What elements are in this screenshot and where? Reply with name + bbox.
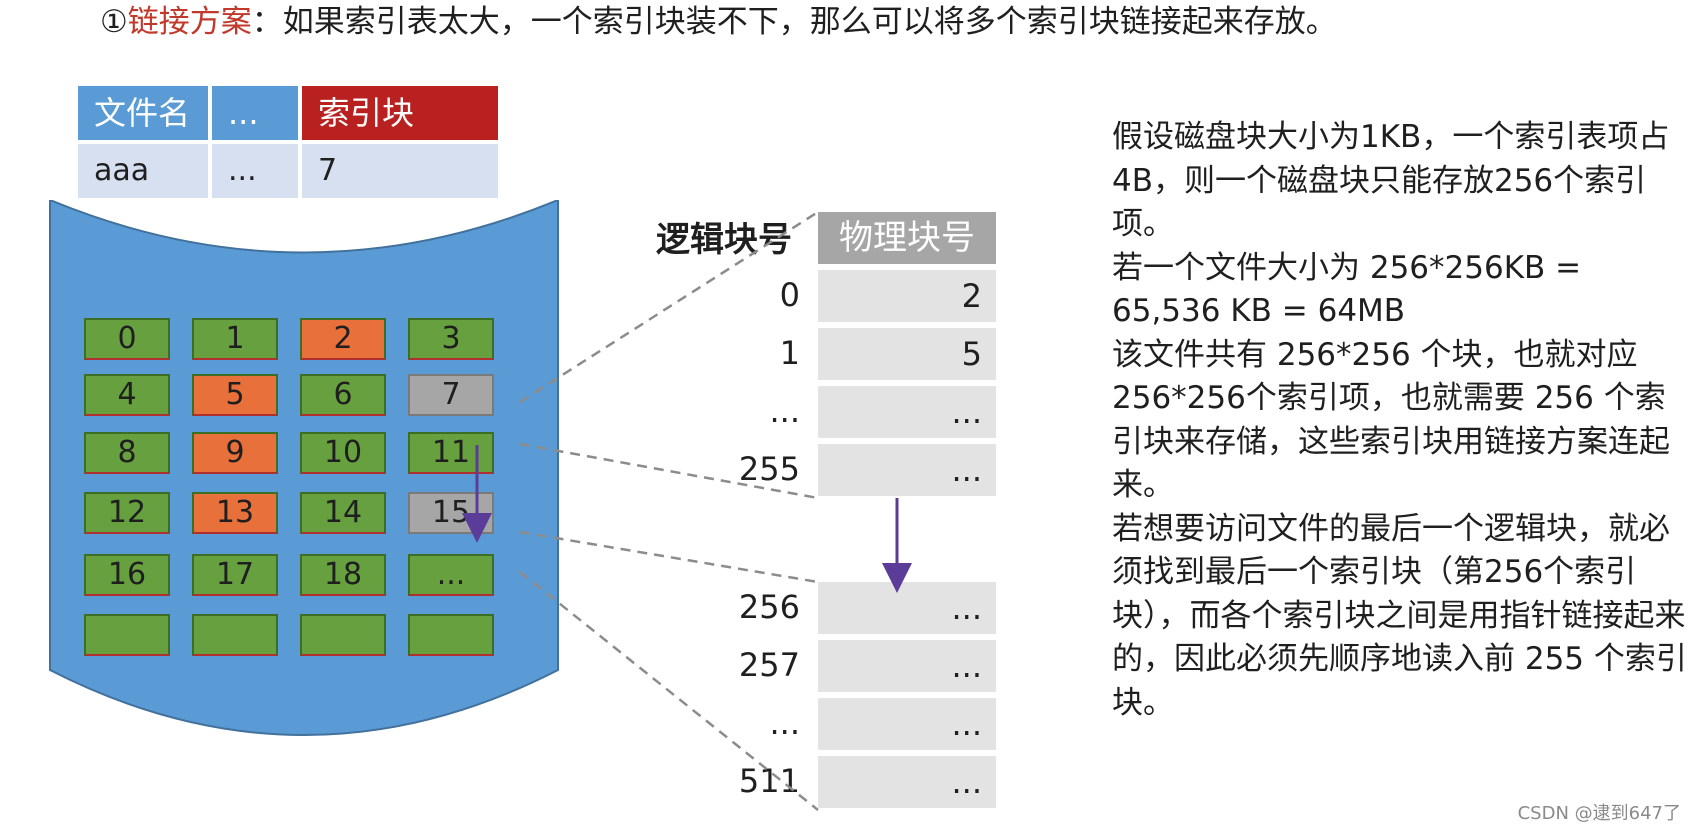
index1-phys-0: 2 [818, 268, 996, 322]
file-table-header-ellipsis: ... [212, 86, 298, 140]
index2-logic-2: ... [769, 704, 800, 742]
disk-block-0: 0 [84, 318, 170, 360]
disk-block-3: 3 [408, 318, 494, 360]
disk-block-ellipsis: ... [408, 554, 494, 596]
disk-block-1: 1 [192, 318, 278, 360]
title-highlight: 链接方案 [127, 4, 252, 40]
logical-block-header: 逻辑块号 [656, 220, 792, 260]
disk-block-16: 16 [84, 554, 170, 596]
index1-phys-2: ... [818, 384, 996, 438]
disk-block-14: 14 [300, 492, 386, 534]
explanation-para-1: 假设磁盘块大小为1KB，一个索引表项占4B，则一个磁盘块只能存放256个索引项。 [1112, 119, 1670, 242]
disk-block-empty-23 [408, 614, 494, 656]
index2-logic-1: 257 [738, 646, 800, 684]
file-table-header-name: 文件名 [78, 86, 208, 140]
disk-block-6: 6 [300, 374, 386, 416]
file-table-cell-name: aaa [78, 144, 208, 198]
index2-phys-1: ... [818, 638, 996, 692]
index2-logic-3: 511 [738, 762, 800, 800]
disk-block-15: 15 [408, 492, 494, 534]
file-table-header-index-block: 索引块 [302, 86, 498, 140]
disk-block-12: 12 [84, 492, 170, 534]
index1-logic-0: 0 [779, 276, 800, 314]
disk-block-9: 9 [192, 432, 278, 474]
disk-block-11: 11 [408, 432, 494, 474]
index2-phys-3: ... [818, 754, 996, 808]
explanation-para-3: 该文件共有 256*256 个块，也就对应256*256个索引项，也就需要 25… [1112, 336, 1670, 504]
disk-block-4: 4 [84, 374, 170, 416]
index2-phys-0: ... [818, 580, 996, 634]
disk-shape [49, 200, 559, 736]
index1-logic-1: 1 [779, 334, 800, 372]
slide-title: ①链接方案：如果索引表太大，一个索引块装不下，那么可以将多个索引块链接起来存放。 [100, 2, 1337, 42]
title-rest: ：如果索引表太大，一个索引块装不下，那么可以将多个索引块链接起来存放。 [251, 4, 1337, 40]
disk-block-7: 7 [408, 374, 494, 416]
index1-logic-3: 255 [738, 450, 800, 488]
watermark: CSDN @逮到647了 [1517, 803, 1681, 824]
explanation-para-2: 若一个文件大小为 256*256KB = 65,536 KB = 64MB [1112, 249, 1582, 330]
disk-block-empty-20 [84, 614, 170, 656]
index2-logic-0: 256 [738, 588, 800, 626]
explanation-para-4: 若想要访问文件的最后一个逻辑块，就必须找到最后一个索引块（第256个索引块），而… [1112, 510, 1687, 721]
index1-logic-2: ... [769, 392, 800, 430]
disk-block-empty-22 [300, 614, 386, 656]
disk-block-17: 17 [192, 554, 278, 596]
disk-block-8: 8 [84, 432, 170, 474]
title-circle-number: ① [100, 4, 128, 40]
disk-block-empty-21 [192, 614, 278, 656]
disk-block-5: 5 [192, 374, 278, 416]
disk-block-18: 18 [300, 554, 386, 596]
file-table-cell-index-block: 7 [302, 144, 498, 198]
index1-phys-1: 5 [818, 326, 996, 380]
index1-phys-3: ... [818, 442, 996, 496]
physical-block-header: 物理块号 [818, 212, 996, 264]
disk-block-2: 2 [300, 318, 386, 360]
disk-block-10: 10 [300, 432, 386, 474]
index2-phys-2: ... [818, 696, 996, 750]
explanation-text: 假设磁盘块大小为1KB，一个索引表项占4B，则一个磁盘块只能存放256个索引项。… [1112, 116, 1690, 725]
disk-block-13: 13 [192, 492, 278, 534]
file-table-cell-ellipsis: ... [212, 144, 298, 198]
